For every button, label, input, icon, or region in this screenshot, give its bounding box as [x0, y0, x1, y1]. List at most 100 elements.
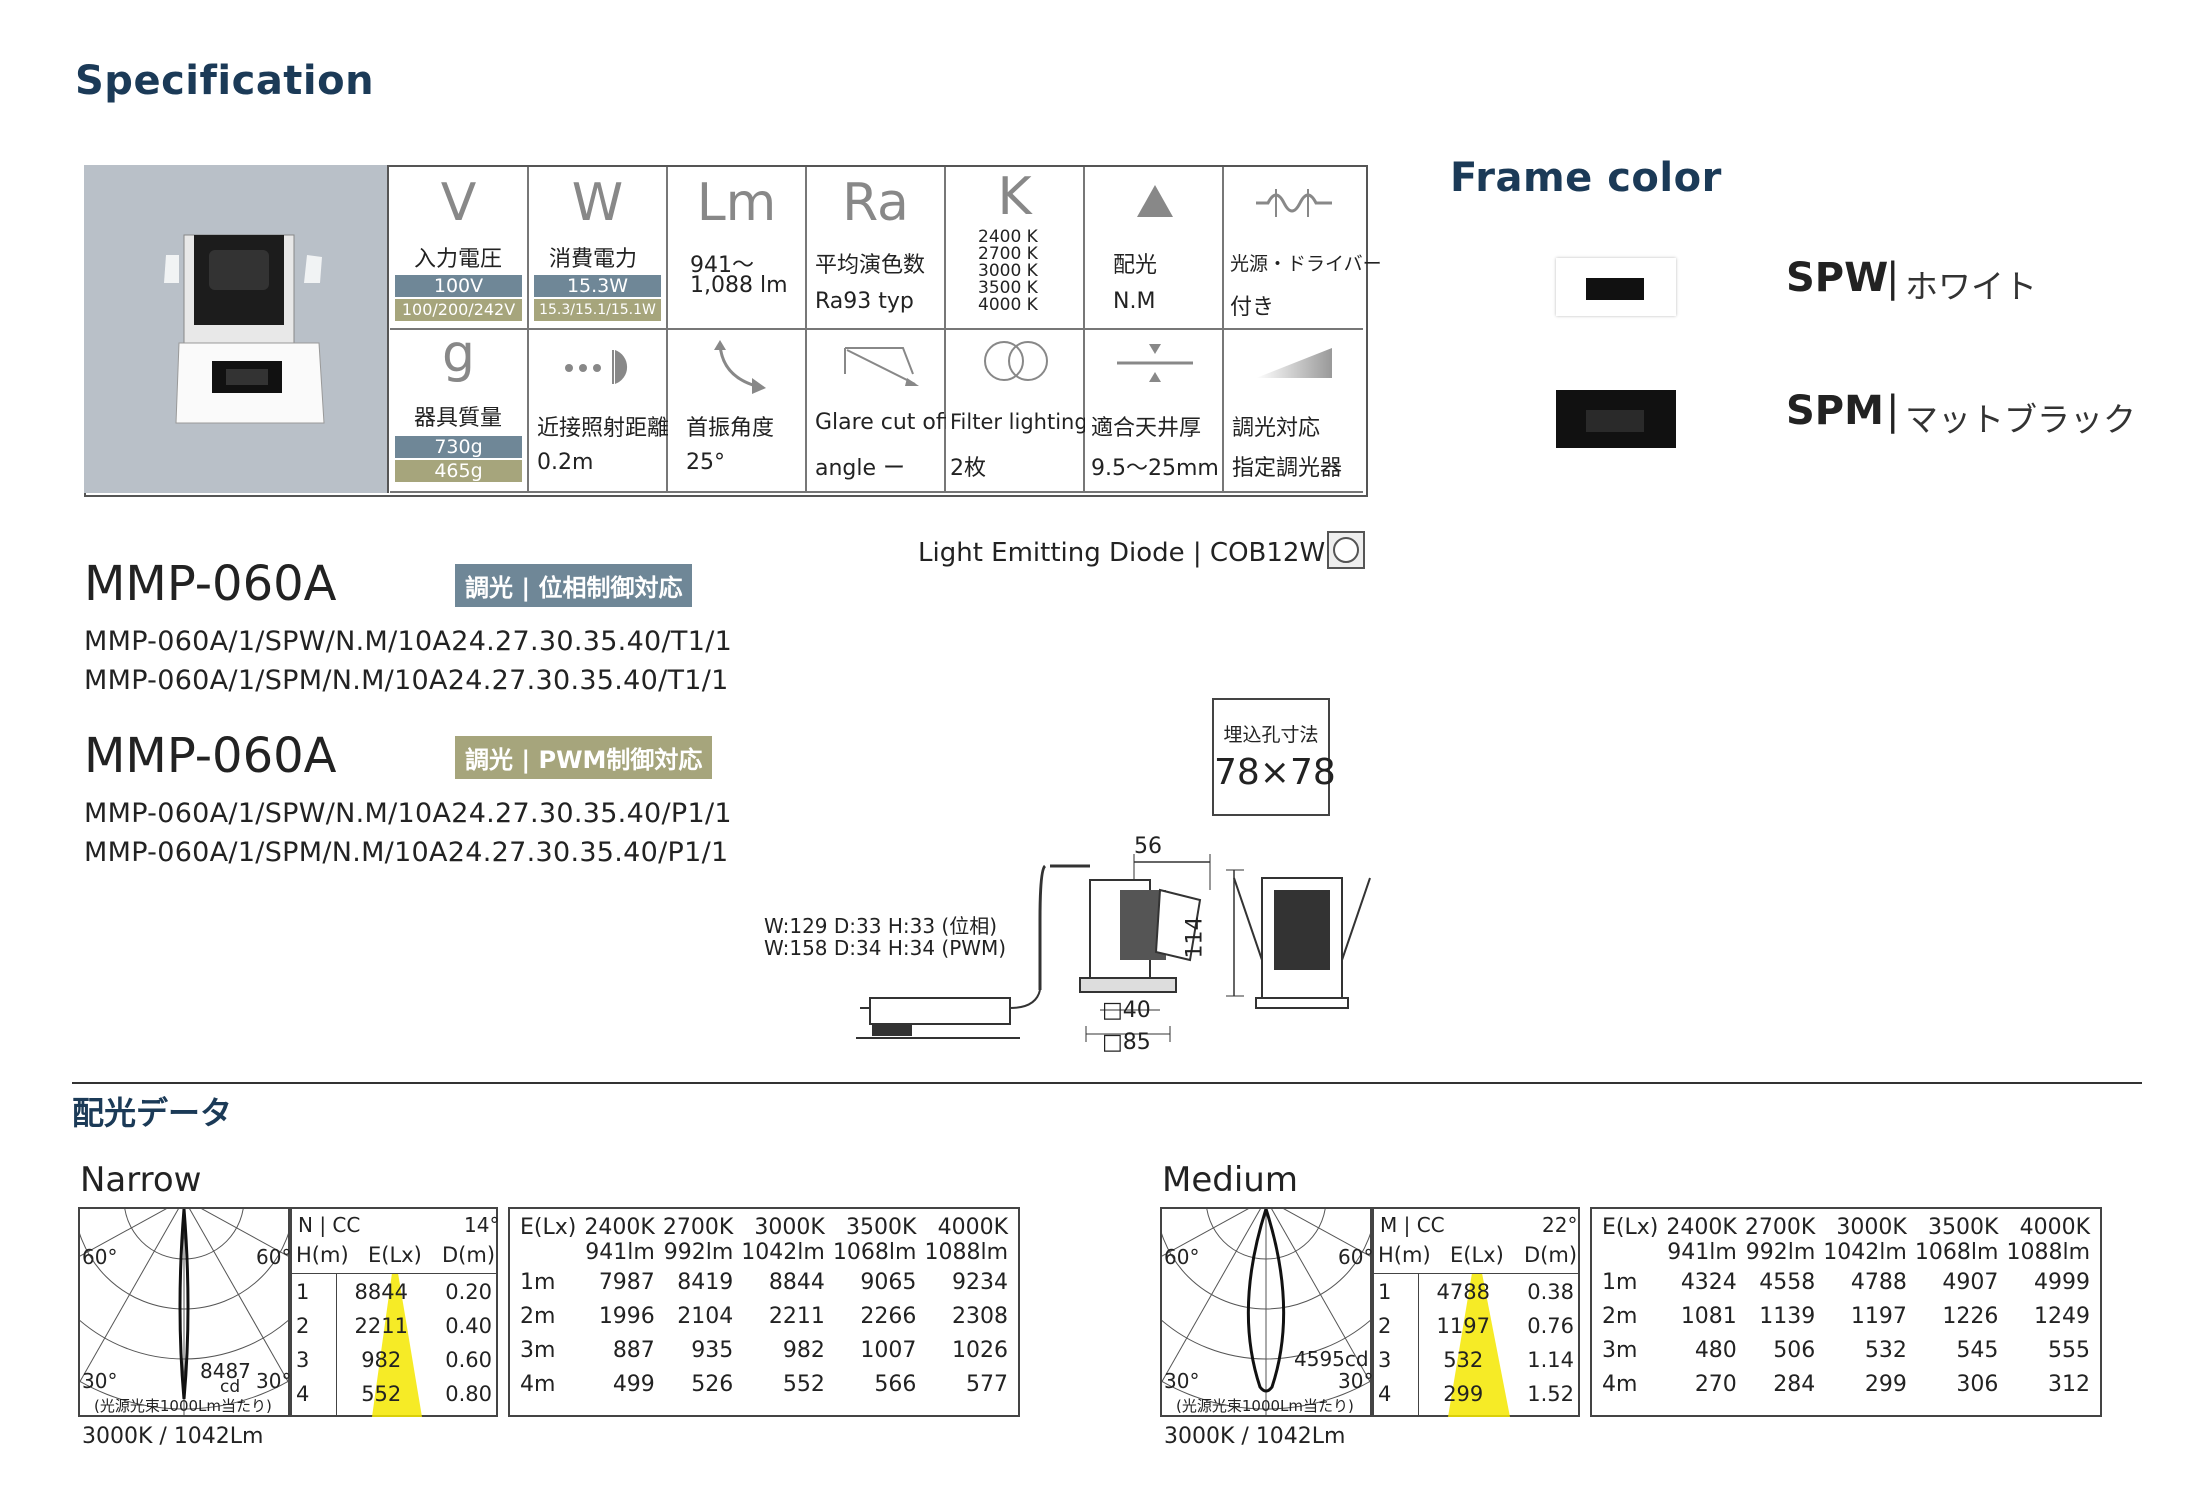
col-header: 3000K [1836, 1215, 1907, 1240]
cell: 1007 [860, 1337, 917, 1363]
polar-label: 60° [1164, 1245, 1200, 1269]
distance-label: 近接照射距離 [537, 416, 670, 441]
cell: 2308 [952, 1303, 1008, 1329]
mini-cell: 3 [1378, 1348, 1392, 1372]
panel-title: Medium [1162, 1160, 1298, 1200]
cell: 480 [1694, 1337, 1737, 1363]
power-bar-pwm: 15.3/15.1/15.1W [534, 299, 661, 321]
voltage-label: 入力電圧 [414, 247, 503, 272]
col-sub: 1042lm [1823, 1240, 1907, 1265]
voltage-symbol: V [440, 173, 477, 233]
glare-value: angle ー [815, 456, 906, 481]
mini-cell: 2 [1378, 1314, 1392, 1338]
col-sub: 1068lm [832, 1240, 917, 1265]
dimming-value: 指定調光器 [1232, 456, 1343, 481]
cell: 1m [1602, 1269, 1638, 1295]
voltage-bar-phase: 100V [395, 275, 522, 297]
cell: 532 [1864, 1337, 1907, 1363]
model-code: MMP-060A/1/SPW/N.M/10A24.27.30.35.40/P1/… [84, 798, 732, 829]
spec-dimming: 調光対応 指定調光器 [1224, 330, 1363, 493]
distance-value: 0.2m [537, 450, 594, 475]
ceiling-icon [1117, 344, 1193, 382]
mini-cell: 552 [361, 1382, 402, 1406]
mini-cell: 532 [1443, 1348, 1484, 1372]
cell: 284 [1773, 1371, 1816, 1397]
dim-56: 56 [1134, 834, 1162, 859]
cell: 1249 [2034, 1303, 2090, 1329]
mini-col: H(m) [296, 1243, 349, 1267]
col-sub: 941lm [1667, 1240, 1737, 1265]
cell: 4324 [1680, 1269, 1737, 1295]
led-note: Light Emitting Diode | COB12W [918, 538, 1326, 568]
polar-label: 30° [1164, 1369, 1200, 1393]
power-bar-phase: 15.3W [534, 275, 661, 297]
polar-peak: 8487 [200, 1359, 251, 1383]
mini-mode: N | CC [298, 1213, 361, 1237]
cell: 1226 [1942, 1303, 1999, 1329]
cell: 4558 [1759, 1269, 1816, 1295]
cell: 4m [520, 1371, 556, 1397]
polar-label: 60° [256, 1245, 292, 1269]
frame-color-code: SPM [1786, 388, 1884, 434]
polar-chart: 60° 60° 30° 30° 4595cd (光源光束1000Lm当たり) [1055, 988, 1477, 1417]
technical-drawing [856, 854, 1371, 1042]
power-symbol: W [571, 173, 624, 233]
cutout-label: 埋込孔寸法 [1223, 724, 1319, 746]
col-header: E(Lx) [520, 1215, 577, 1240]
weight-bar-pwm: 465g [395, 460, 522, 482]
mini-angle: 22° [1542, 1213, 1578, 1237]
section-divider [72, 1082, 2142, 1084]
ceiling-label: 適合天井厚 [1091, 416, 1202, 441]
cell: 982 [782, 1337, 825, 1363]
cell: 1197 [1850, 1303, 1907, 1329]
frame-white-swatch [1556, 258, 1676, 316]
model-code: MMP-060A/1/SPM/N.M/10A24.27.30.35.40/T1/… [84, 665, 729, 696]
cell: 312 [2048, 1371, 2090, 1397]
polar-note: (光源光束1000Lm当たり) [1176, 1397, 1354, 1415]
cell: 9065 [860, 1269, 917, 1295]
spec-kelvin: K 2400 K 2700 K 3000 K 3500 K 4000 K [946, 167, 1085, 330]
dim-40: □40 [1102, 998, 1151, 1023]
cell: 8844 [768, 1269, 825, 1295]
mini-cell: 1 [1378, 1280, 1392, 1304]
dimming-label: 調光対応 [1232, 416, 1321, 441]
col-sub: 1042lm [741, 1240, 825, 1265]
cell: 9234 [952, 1269, 1008, 1295]
mini-cell: 1.52 [1527, 1382, 1574, 1406]
lumen-value-1: 941～ [690, 253, 754, 278]
ra-value: Ra93 typ [815, 289, 914, 314]
mini-col: D(m) [442, 1243, 496, 1267]
col-header: 4000K [937, 1215, 1008, 1240]
cell: 4788 [1850, 1269, 1907, 1295]
cell: 4m [1602, 1371, 1638, 1397]
col-sub: 941lm [585, 1240, 655, 1265]
col-sub: 992lm [1745, 1240, 1816, 1265]
box-dims-phase: W:129 D:33 H:33 (位相) [764, 914, 998, 938]
polar-unit: cd [220, 1377, 241, 1397]
mini-cell: 8844 [354, 1280, 408, 1304]
col-sub: 992lm [663, 1240, 734, 1265]
polar-note: (光源光束1000Lm当たり) [94, 1397, 272, 1415]
cell: 499 [612, 1371, 655, 1397]
glare-label: Glare cut off [815, 410, 952, 435]
distribution-value: N.M [1113, 289, 1156, 314]
spec-ra: Ra 平均演色数 Ra93 typ [807, 167, 946, 330]
mini-cell: 0.38 [1527, 1280, 1574, 1304]
cell: 8419 [677, 1269, 734, 1295]
distance-icon [565, 350, 628, 384]
frame-color-title: Frame color [1450, 155, 1722, 201]
mini-cell: 299 [1443, 1382, 1484, 1406]
